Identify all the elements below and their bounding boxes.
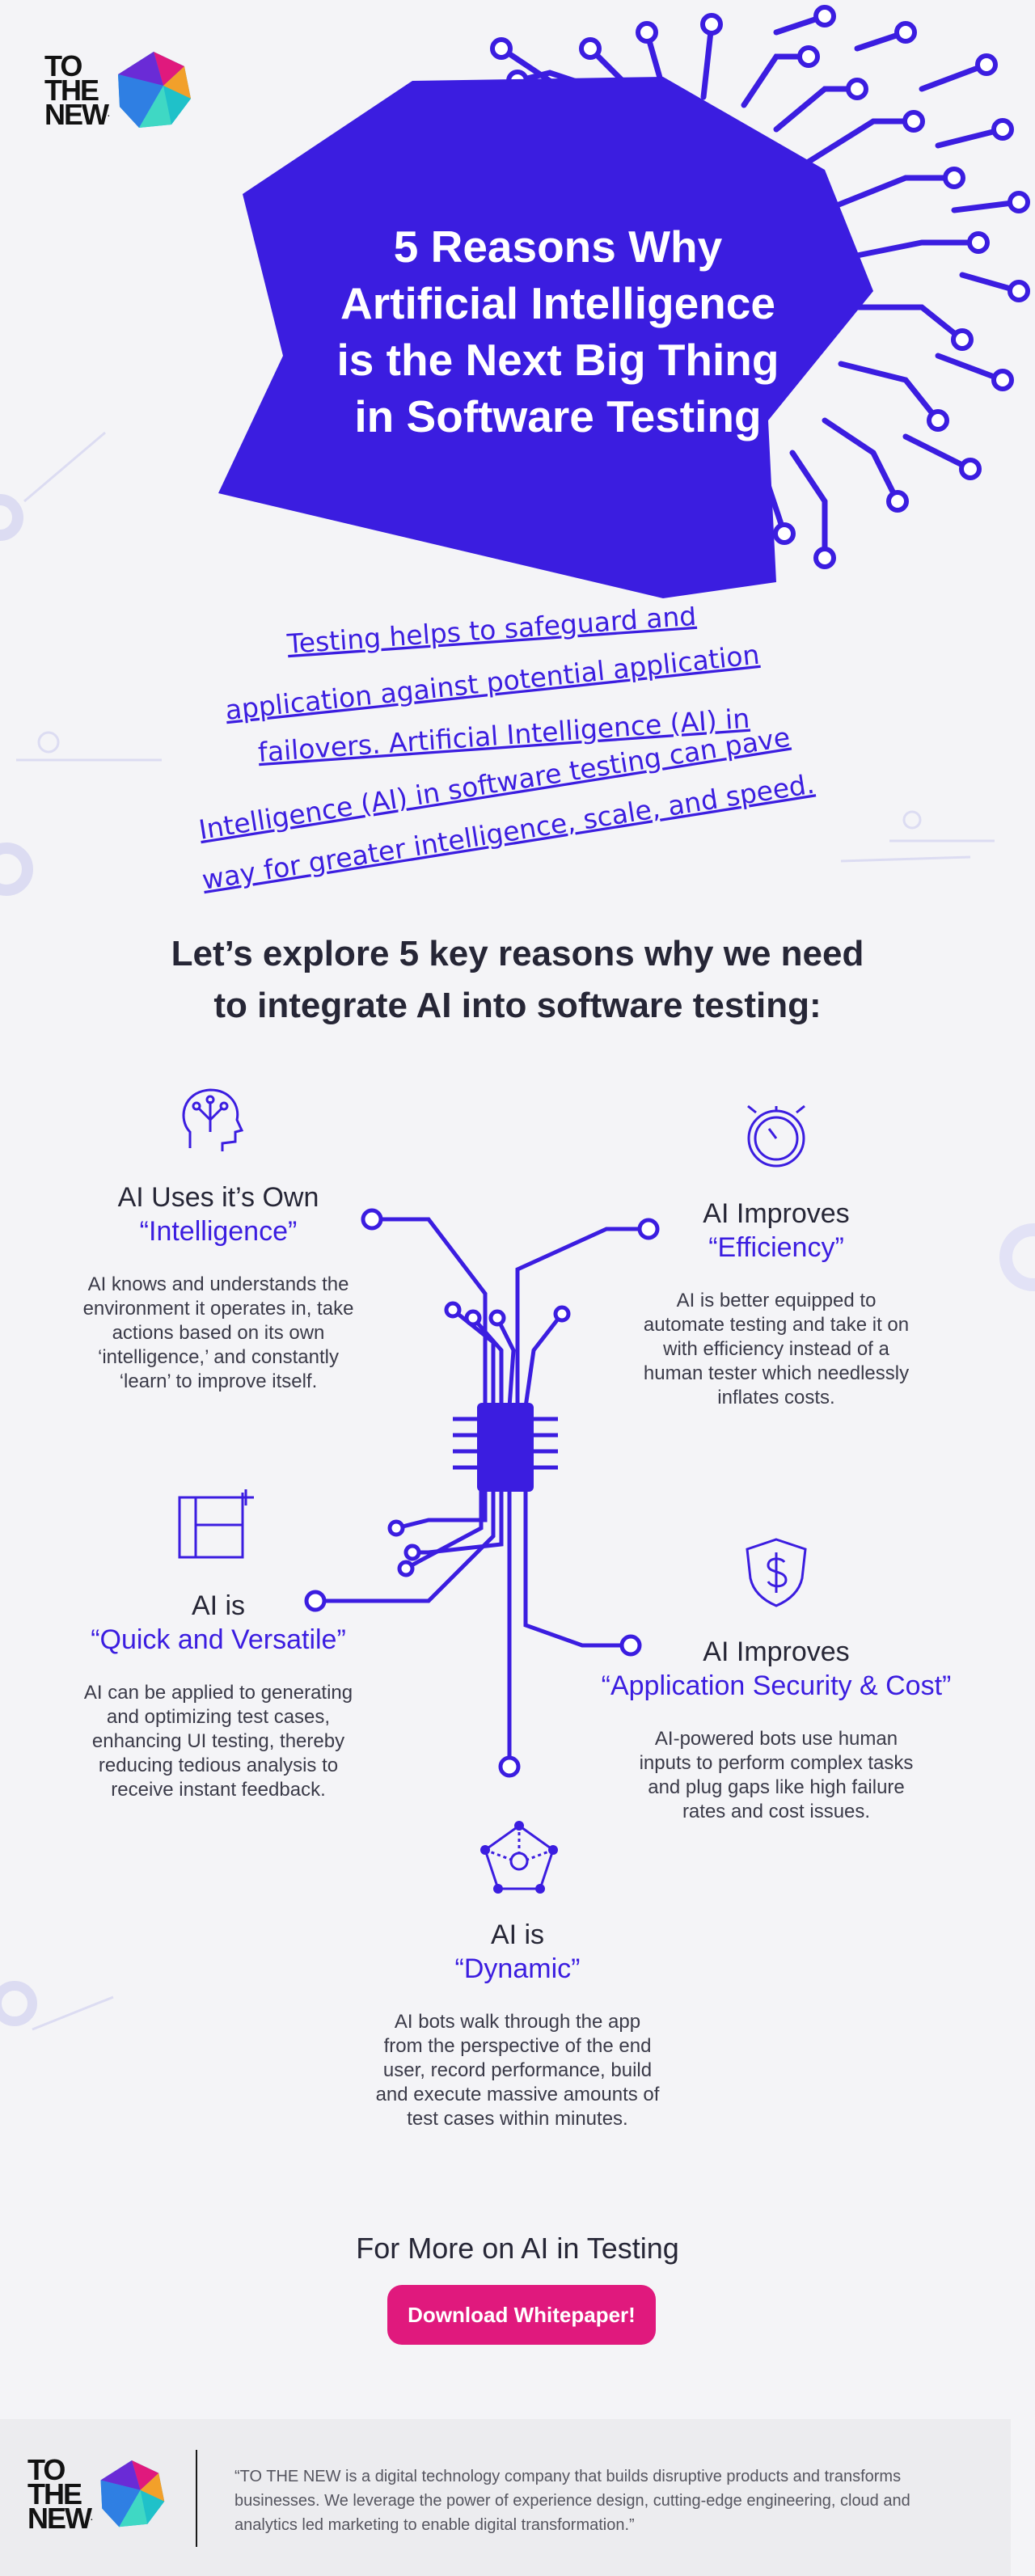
chip-connector-diagram — [304, 1208, 660, 1778]
reason-title: AI is — [191, 1590, 246, 1621]
circuit-head-illustration — [218, 5, 1030, 598]
brand-logo[interactable]: TO THE NEW. — [44, 50, 192, 131]
reason-title: AI is — [490, 1919, 545, 1950]
hero-title: 5 Reasons Why Artificial Intelligence is… — [336, 222, 779, 441]
stopwatch-icon — [747, 1104, 805, 1168]
reason-security-cost: AI Improves “Application Security & Cost… — [566, 1635, 986, 1824]
reason-title: AI Improves — [703, 1198, 850, 1229]
polygon-logo-icon — [100, 2460, 165, 2527]
footer: TO THE NEW. “TO THE NEW is a digital tec… — [0, 2419, 1011, 2576]
download-whitepaper-button[interactable]: Download Whitepaper! — [387, 2285, 656, 2345]
reason-dynamic: AI is “Dynamic” AI bots walk through the… — [340, 1918, 695, 2131]
reason-highlight: “Application Security & Cost” — [601, 1670, 952, 1701]
network-pentagon-icon — [480, 1821, 558, 1894]
reason-highlight: “Dynamic” — [454, 1953, 581, 1984]
footer-brand-logo[interactable]: TO THE NEW. — [27, 2453, 166, 2535]
polygon-logo-icon — [117, 52, 191, 128]
reason-highlight: “Quick and Versatile” — [91, 1624, 346, 1655]
reason-efficiency: AI Improves “Efficiency” AI is better eq… — [615, 1197, 938, 1410]
footer-company-description: “TO THE NEW is a digital technology comp… — [234, 2468, 910, 2534]
cta-title: For More on AI in Testing — [356, 2232, 679, 2265]
brain-head-icon — [182, 1088, 244, 1151]
intro-paragraph: Testing helps to safeguard and applicati… — [196, 606, 817, 896]
reason-title: AI Improves — [703, 1636, 850, 1667]
reason-quick-versatile: AI is “Quick and Versatile” AI can be ap… — [49, 1589, 388, 1802]
reason-title: AI Uses it’s Own — [117, 1182, 319, 1213]
footer-divider — [196, 2450, 197, 2547]
reason-highlight: “Intelligence” — [139, 1216, 298, 1247]
section-heading: Let’s explore 5 key reasons why we need … — [171, 934, 864, 1025]
reason-highlight: “Efficiency” — [708, 1232, 844, 1263]
logo-wordmark: TO THE NEW. — [27, 2453, 93, 2535]
reason-intelligence: AI Uses it’s Own “Intelligence” AI knows… — [49, 1180, 388, 1394]
dollar-shield-icon — [746, 1538, 807, 1607]
layout-plus-icon — [178, 1489, 254, 1559]
logo-wordmark: TO THE NEW. — [44, 49, 110, 131]
